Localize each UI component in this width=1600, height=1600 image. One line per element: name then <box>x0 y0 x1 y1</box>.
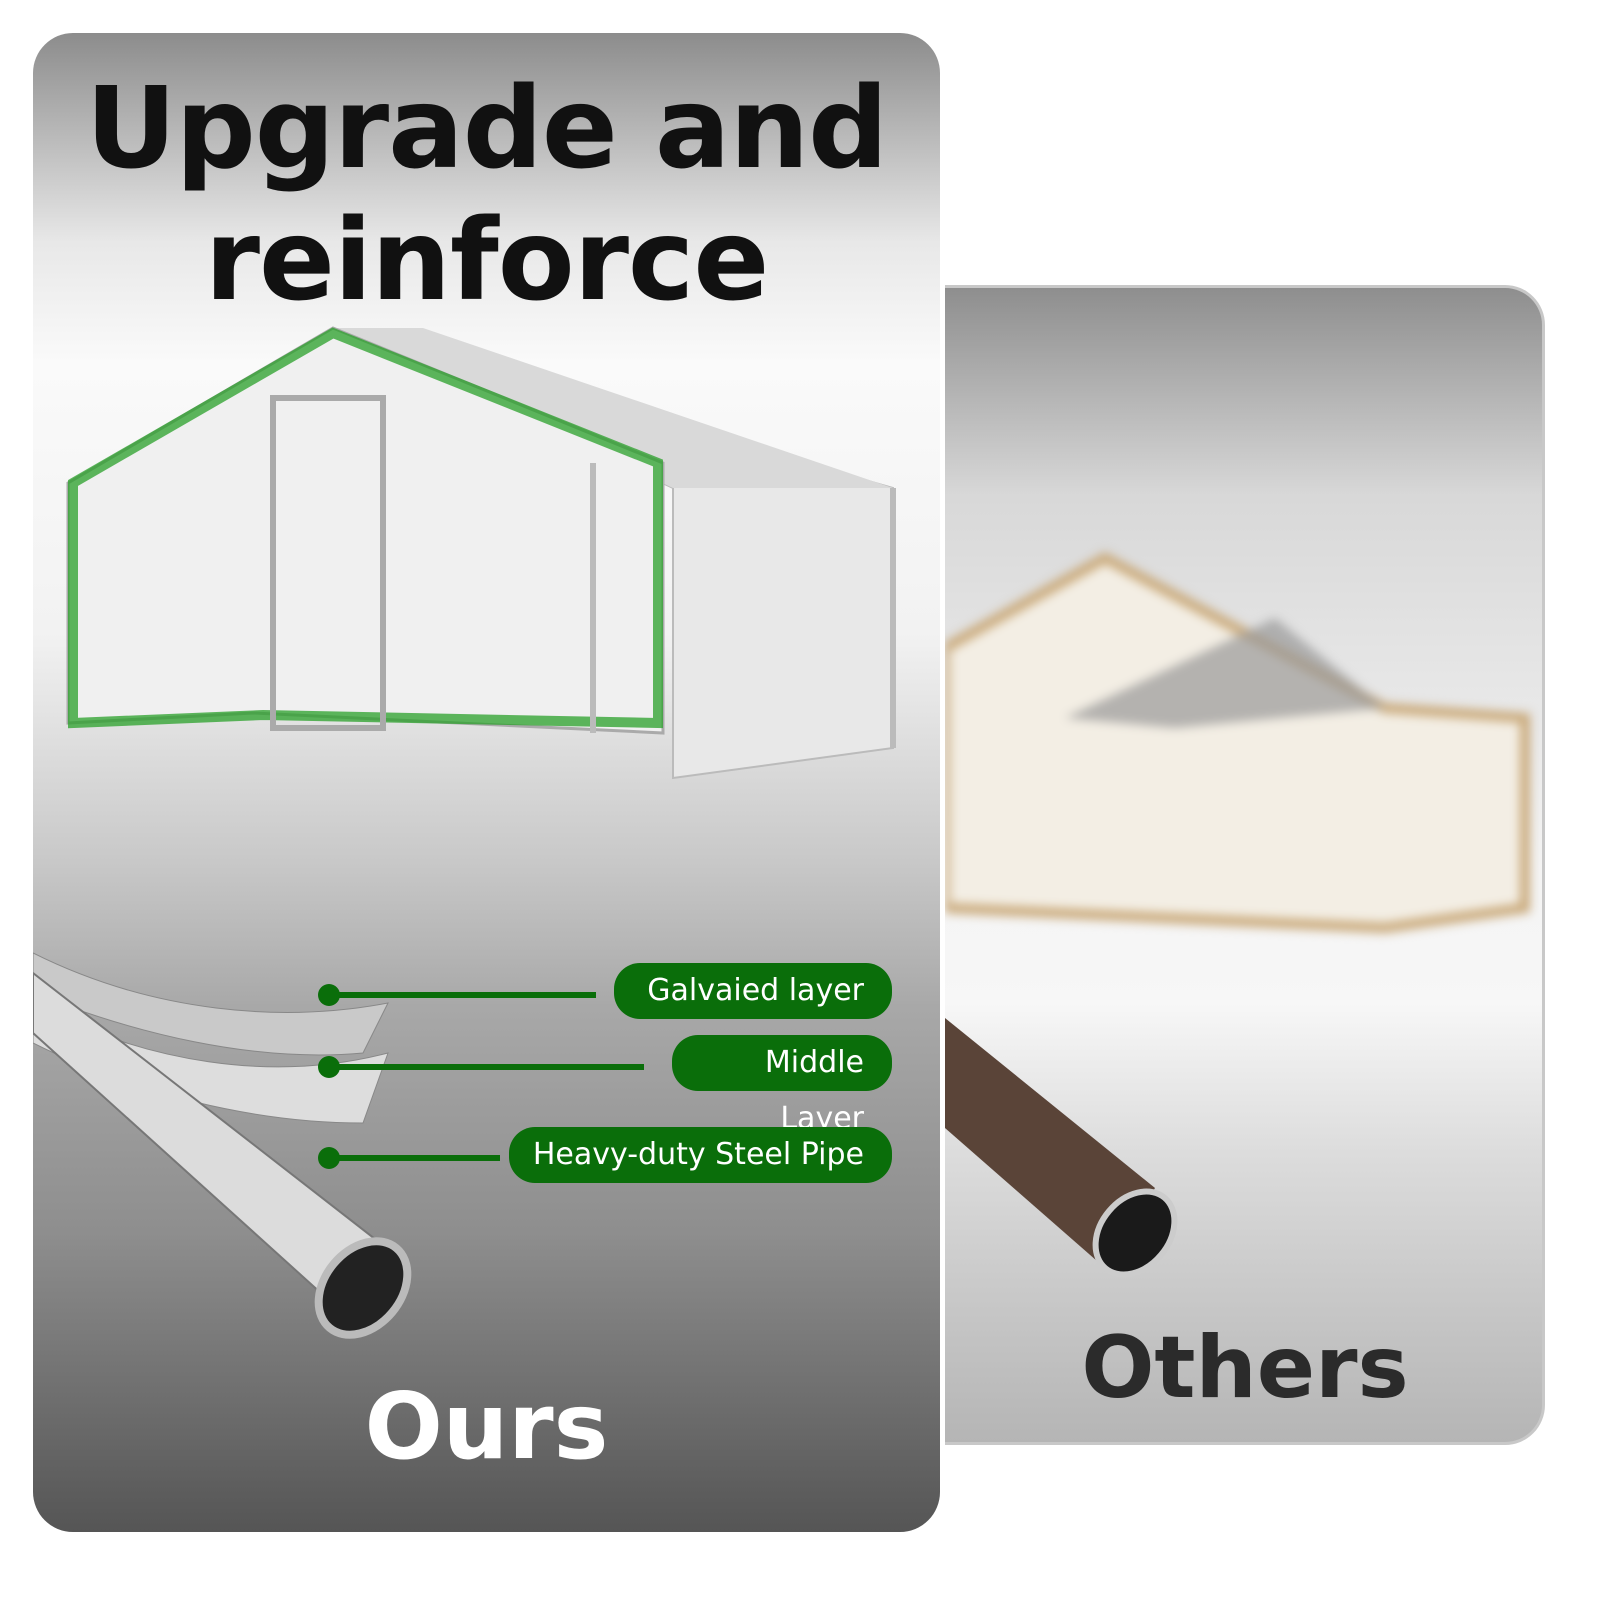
leader-line <box>328 1064 644 1070</box>
leader-line <box>328 992 596 998</box>
layer-label-middle: Middle Layer <box>672 1035 892 1136</box>
leader-line <box>328 1155 500 1161</box>
upgraded-coop-image <box>66 326 896 780</box>
rusty-pipe-image <box>945 1018 1178 1278</box>
ours-panel: Upgrade and reinforce Galvaied layer Mid… <box>33 33 940 1532</box>
others-caption: Others <box>1081 1318 1409 1418</box>
layer-label-galvanized: Galvaied layer <box>614 963 892 1019</box>
others-panel: Others <box>945 285 1545 1445</box>
layer-label-steel-pipe: Heavy-duty Steel Pipe <box>509 1127 892 1183</box>
others-coop-image <box>945 552 1530 934</box>
headline: Upgrade and reinforce <box>85 64 889 326</box>
pipe-layers-image <box>33 952 412 1339</box>
ours-caption: Ours <box>364 1373 609 1480</box>
